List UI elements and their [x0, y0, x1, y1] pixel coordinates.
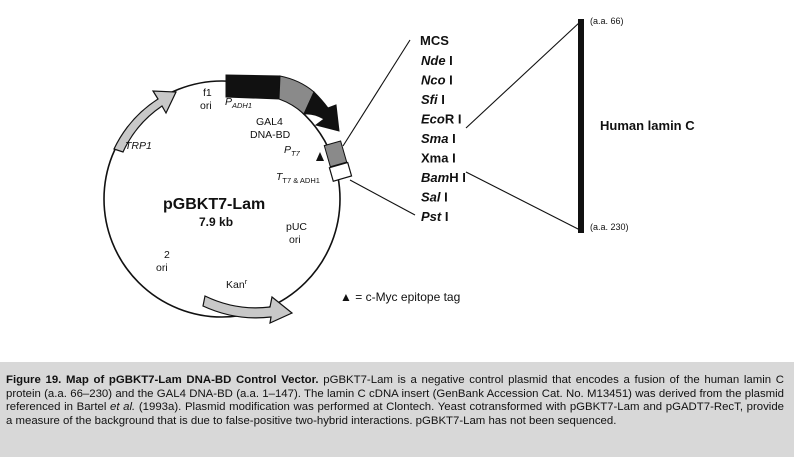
- gal4-dbd-block: [225, 74, 281, 100]
- lamin-label: Human lamin C: [600, 118, 695, 133]
- insert-line-top: [465, 21, 581, 129]
- mcs-site-sfii: Sfi I: [421, 92, 445, 107]
- c-myc-tag-marker: [316, 152, 324, 161]
- lamin-insert-bar: [578, 19, 584, 233]
- puc-ori-label-1: pUC: [286, 221, 307, 233]
- mcs-box-gray: [323, 140, 348, 168]
- gal4-label-1: GAL4: [256, 116, 283, 128]
- legend-line: ▲ = c-Myc epitope tag: [340, 290, 460, 304]
- mcs-site-ncoi: Nco I: [421, 73, 453, 88]
- mcs-site-list: Nde I Nco I Sfi I EcoR I Sma I Xma I BamH I Sal…: [421, 53, 466, 224]
- mcs-site-xmai: Xma I: [421, 151, 456, 166]
- mcs-title: MCS: [420, 33, 449, 48]
- plasmid-size: 7.9 kb: [199, 215, 233, 229]
- caption-background: [0, 362, 794, 457]
- two-micron-label-2: ori: [156, 262, 168, 274]
- plasmid-backbone: [103, 80, 341, 318]
- caption-text-2: (1993a). Plasmid modification was perfor…: [6, 401, 784, 427]
- gal4-label-2: DNA-BD: [250, 129, 291, 141]
- kanr-label: Kanr: [226, 277, 248, 291]
- trp1-label: TRP1: [125, 140, 152, 152]
- aa-bottom-label: (a.a. 230): [590, 222, 629, 232]
- mcs-box-white: [328, 161, 353, 182]
- mcs-site-ndei: Nde I: [421, 53, 453, 68]
- p-t7-label: PT7: [284, 144, 301, 158]
- two-micron-label-1: 2: [164, 249, 170, 261]
- mcs-site-ecori: EcoR I: [421, 112, 461, 127]
- figure-caption: Figure 19. Map of pGBKT7-Lam DNA-BD Cont…: [6, 374, 784, 428]
- zoom-line-top: [342, 39, 411, 147]
- plasmid-name: pGBKT7-Lam: [163, 196, 265, 213]
- f1-ori-label-2: ori: [200, 100, 212, 112]
- legend-triangle-icon: ▲: [340, 290, 352, 304]
- zoom-line-bottom: [349, 179, 416, 216]
- trp1-arrow: [113, 90, 177, 153]
- f1-ori-label-1: f1: [203, 87, 212, 99]
- mcs-site-bamhi: BamH I: [421, 170, 466, 185]
- kanr-arrow: [202, 295, 294, 325]
- puc-ori-label-2: ori: [289, 234, 301, 246]
- insert-line-bottom: [465, 171, 581, 231]
- caption-italic: et al.: [110, 401, 136, 414]
- mcs-site-smai: Sma I: [421, 131, 456, 146]
- mcs-site-psti: Pst I: [421, 209, 448, 224]
- caption-title: Figure 19. Map of pGBKT7-Lam DNA-BD Cont…: [6, 374, 319, 386]
- aa-top-label: (a.a. 66): [590, 16, 624, 26]
- p-adh1-label: PADH1: [225, 96, 252, 110]
- mcs-site-sali: Sal I: [421, 190, 448, 205]
- caption-text-1: pGBKT7-Lam is a negative control plasmid…: [6, 374, 785, 414]
- t-t7-adh1-label: TT7 & ADH1: [276, 171, 320, 185]
- fusion-arrow: [303, 91, 340, 132]
